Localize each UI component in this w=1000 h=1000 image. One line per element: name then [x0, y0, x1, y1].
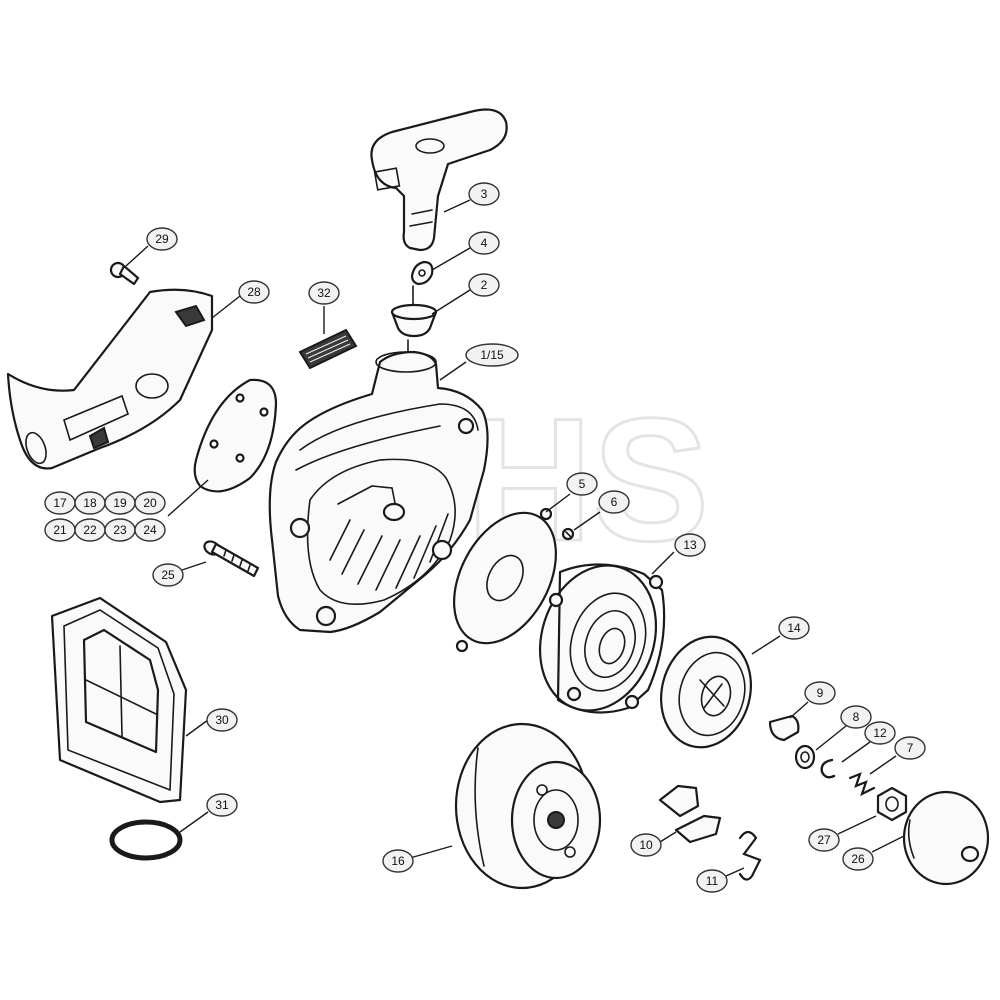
callout-11-label: 11 — [706, 874, 719, 888]
callout-21: 21 — [44, 518, 76, 542]
callout-13-label: 13 — [683, 538, 697, 552]
callout-14-label: 14 — [787, 621, 801, 635]
callout-32-label: 32 — [317, 286, 331, 300]
leader-lines — [125, 199, 905, 877]
pawl-part — [768, 714, 800, 742]
cover-screw-part — [109, 261, 140, 286]
callout-24-label: 24 — [143, 523, 157, 537]
callout-14: 14 — [778, 616, 810, 640]
callout-13: 13 — [674, 533, 706, 557]
nut-part — [876, 786, 908, 822]
spring-clip-part — [848, 772, 876, 797]
callout-18: 18 — [74, 491, 106, 515]
rope-link-part — [410, 260, 434, 286]
callout-32: 32 — [308, 281, 340, 305]
wire-clip-part — [738, 830, 762, 881]
e-clip-part — [820, 758, 836, 779]
callout-19: 19 — [104, 491, 136, 515]
bolt-part — [203, 540, 260, 578]
callout-4: 4 — [468, 231, 500, 255]
callout-8: 8 — [840, 705, 872, 729]
callout-27: 27 — [808, 828, 840, 852]
callout-29-label: 29 — [155, 232, 169, 246]
screw-small-part — [561, 527, 575, 541]
callout-19-label: 19 — [113, 496, 127, 510]
fan-wheel-part — [454, 722, 602, 890]
callout-31: 31 — [206, 793, 238, 817]
callout-20-label: 20 — [143, 496, 157, 510]
callout-18-label: 18 — [83, 496, 97, 510]
callout-27-label: 27 — [817, 833, 831, 847]
callout-6: 6 — [598, 490, 630, 514]
callout-26: 26 — [842, 847, 874, 871]
callout-12-label: 12 — [873, 726, 887, 740]
callout-22-label: 22 — [83, 523, 97, 537]
callout-2-label: 2 — [481, 278, 488, 292]
callout-12: 12 — [864, 721, 896, 745]
rope-rotor-part — [659, 635, 753, 749]
gasket-plate-part — [193, 378, 278, 493]
callout-23-label: 23 — [113, 523, 127, 537]
callout-29: 29 — [146, 227, 178, 251]
callout-8-label: 8 — [853, 710, 860, 724]
callout-16-label: 16 — [391, 854, 405, 868]
callout-24: 24 — [134, 518, 166, 542]
callout-26-label: 26 — [851, 852, 865, 866]
callout-3-label: 3 — [481, 187, 488, 201]
callout-1-15: 1/15 — [465, 343, 519, 367]
callout-2: 2 — [468, 273, 500, 297]
callout-10-label: 10 — [639, 838, 653, 852]
callout-1-15-label: 1/15 — [480, 348, 504, 362]
callout-25: 25 — [152, 563, 184, 587]
fan-housing-part — [268, 339, 489, 634]
starter-handle-part — [370, 108, 508, 252]
callout-16: 16 — [382, 849, 414, 873]
callout-30: 30 — [206, 708, 238, 732]
callout-3: 3 — [468, 182, 500, 206]
callout-5-label: 5 — [579, 477, 586, 491]
rope-guide-part — [390, 285, 438, 338]
air-filter-part — [50, 596, 188, 804]
cover-part — [6, 288, 214, 470]
callout-23: 23 — [104, 518, 136, 542]
pawl-pair-part — [658, 784, 722, 844]
callout-9-label: 9 — [817, 686, 824, 700]
cap-part — [902, 790, 990, 886]
o-ring-part — [109, 819, 183, 861]
callout-21-label: 21 — [53, 523, 67, 537]
callout-30-label: 30 — [215, 713, 229, 727]
washer-disc-part — [453, 507, 557, 653]
callout-6-label: 6 — [611, 495, 618, 509]
spring-housing-part — [538, 563, 666, 714]
callout-17: 17 — [44, 491, 76, 515]
callout-25-label: 25 — [161, 568, 175, 582]
callout-17-label: 17 — [53, 496, 67, 510]
callout-5: 5 — [566, 472, 598, 496]
washer-small-part — [794, 744, 816, 770]
callout-31-label: 31 — [215, 798, 229, 812]
label-plate-part — [298, 328, 358, 370]
callout-11: 11 — [696, 869, 728, 893]
callout-20: 20 — [134, 491, 166, 515]
callout-10: 10 — [630, 833, 662, 857]
callout-9: 9 — [804, 681, 836, 705]
callout-28: 28 — [238, 280, 270, 304]
callout-7-label: 7 — [907, 741, 914, 755]
callout-22: 22 — [74, 518, 106, 542]
callout-7: 7 — [894, 736, 926, 760]
callout-4-label: 4 — [481, 236, 488, 250]
callout-28-label: 28 — [247, 285, 261, 299]
